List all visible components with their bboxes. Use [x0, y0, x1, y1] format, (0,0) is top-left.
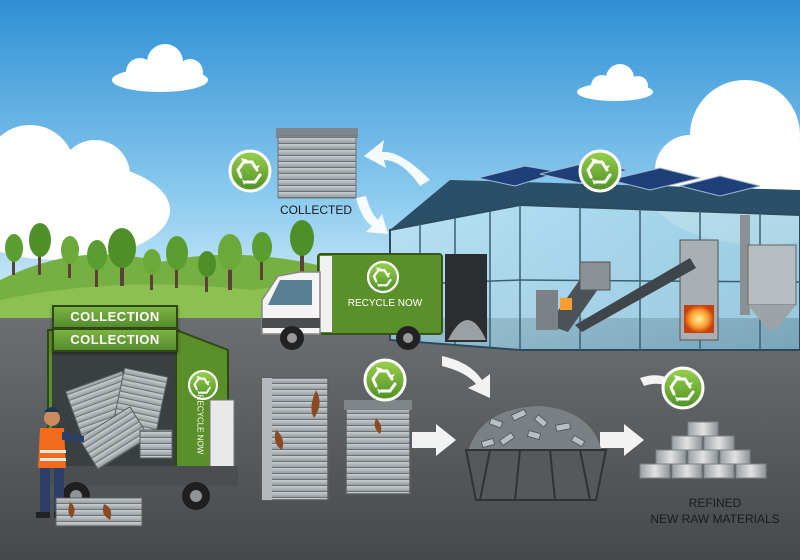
collection-truck	[261, 253, 443, 350]
collected-shutter	[276, 128, 358, 199]
rusty-shutter	[55, 497, 143, 527]
recycle-icon	[661, 366, 705, 410]
collection-van	[44, 328, 238, 510]
cloud	[577, 64, 653, 101]
collected-label: COLLECTED	[279, 203, 353, 217]
new-raw-materials-label: NEW RAW MATERIALS	[650, 512, 780, 526]
truck-side-label: RECYCLE NOW	[347, 298, 423, 309]
recycle-icon	[578, 149, 622, 193]
recycling-facility	[389, 161, 800, 351]
scrap-pile	[464, 406, 608, 501]
collection-banner-bottom: COLLECTION	[52, 328, 178, 352]
shutter-panels	[261, 377, 412, 501]
recycle-icon	[228, 149, 272, 193]
recycle-icon	[363, 358, 407, 402]
cloud	[112, 44, 208, 92]
collection-banner-top: COLLECTION	[52, 305, 178, 329]
metal-ingots	[639, 421, 767, 479]
refined-label: REFINED	[688, 496, 742, 510]
trees	[5, 220, 314, 292]
van-side-label: RECYCLE NOW	[195, 394, 205, 455]
